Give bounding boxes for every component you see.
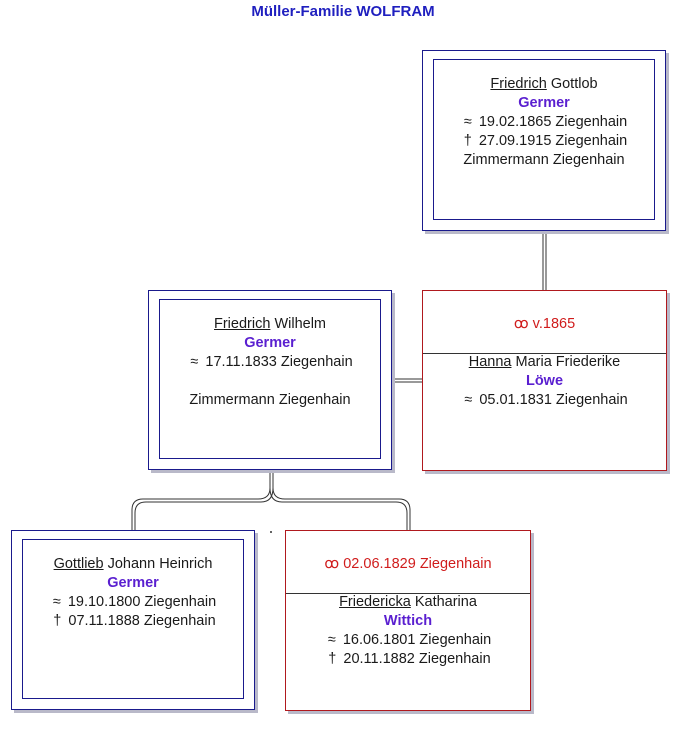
card-inner-frame: [159, 299, 381, 459]
birth-date: 17.11.1833 Ziegenhain: [205, 354, 353, 370]
birth-date: 16.06.1801 Ziegenhain: [342, 632, 492, 648]
occupation: Zimmermann Ziegenhain: [463, 152, 625, 168]
marriage-date: 02.06.1829 Ziegenhain: [343, 556, 492, 572]
birth-line: ≈ 19.10.1800 Ziegenhain: [12, 593, 254, 612]
card-inner-frame: [433, 59, 655, 220]
birth-date: 05.01.1831 Ziegenhain: [479, 392, 628, 408]
surname: Wittich: [383, 613, 433, 629]
birth-date: 19.10.1800 Ziegenhain: [67, 594, 217, 610]
person-card-friedrich-gottlob[interactable]: Friedrich Gottlob Germer ≈ 19.02.1865 Zi…: [422, 50, 666, 231]
baptism-icon: ≈: [464, 392, 473, 408]
card-inner-frame: [22, 539, 244, 699]
marriage-rings-icon: ꝏ: [324, 556, 340, 572]
death-date: 27.09.1915 Ziegenhain: [478, 133, 628, 149]
birth-date: 19.02.1865 Ziegenhain: [478, 114, 628, 130]
person-name: Gottlieb Johann Heinrich: [12, 555, 254, 574]
occupation: Zimmermann Ziegenhain: [189, 392, 351, 408]
person-name: Friedrich Gottlob: [423, 75, 665, 94]
death-line: † 27.09.1915 Ziegenhain: [423, 132, 665, 151]
divider: [286, 593, 530, 594]
given-name-rest: Wilhelm: [274, 316, 326, 332]
given-name-underlined: Hanna: [468, 354, 512, 370]
marriage-line: ꝏ 02.06.1829 Ziegenhain: [286, 556, 530, 572]
given-name-rest: Maria Friederike: [515, 354, 621, 370]
death-line: † 20.11.1882 Ziegenhain: [286, 650, 530, 669]
cross-icon: †: [463, 133, 472, 149]
surname: Germer: [518, 95, 570, 111]
spouse-card-hanna-maria[interactable]: ꝏ v.1865 Hanna Maria Friederike Löwe ≈ 0…: [422, 290, 667, 471]
baptism-icon: ≈: [463, 114, 472, 130]
birth-line: ≈ 16.06.1801 Ziegenhain: [286, 631, 530, 650]
given-name-rest: Katharina: [414, 594, 477, 610]
spouse-card-friedericka-katharina[interactable]: ꝏ 02.06.1829 Ziegenhain Friedericka Kath…: [285, 530, 531, 711]
cross-icon: †: [53, 613, 62, 629]
baptism-icon: ≈: [190, 354, 199, 370]
baptism-icon: ≈: [52, 594, 61, 610]
birth-line: ≈ 19.02.1865 Ziegenhain: [423, 113, 665, 132]
person-card-friedrich-wilhelm[interactable]: Friedrich Wilhelm Germer ≈ 17.11.1833 Zi…: [148, 290, 392, 470]
given-name-rest: Johann Heinrich: [107, 556, 213, 572]
marriage-date: v.1865: [532, 316, 576, 332]
death-date: 07.11.1888 Ziegenhain: [68, 613, 216, 629]
given-name-underlined: Gottlieb: [53, 556, 104, 572]
birth-line: ≈ 17.11.1833 Ziegenhain: [149, 353, 391, 372]
given-name-underlined: Friedericka: [339, 594, 411, 610]
given-name-rest: Gottlob: [550, 76, 598, 92]
baptism-icon: ≈: [327, 632, 336, 648]
given-name-underlined: Friedrich: [214, 316, 271, 332]
marriage-line: ꝏ v.1865: [423, 316, 666, 332]
spacer: [149, 372, 391, 391]
given-name-underlined: Friedrich: [490, 76, 547, 92]
person-name: Friedrich Wilhelm: [149, 315, 391, 334]
cross-icon: †: [328, 651, 337, 667]
birth-line: ≈ 05.01.1831 Ziegenhain: [423, 391, 666, 410]
page-title: Müller-Familie WOLFRAM: [251, 3, 435, 20]
divider: [423, 353, 666, 354]
surname: Germer: [107, 575, 159, 591]
person-name: Hanna Maria Friederike: [423, 353, 666, 372]
person-name: Friedericka Katharina: [286, 593, 530, 612]
surname: Germer: [244, 335, 296, 351]
death-line: † 07.11.1888 Ziegenhain: [12, 612, 254, 631]
death-date: 20.11.1882 Ziegenhain: [343, 651, 491, 667]
person-card-gottlieb-johann[interactable]: Gottlieb Johann Heinrich Germer ≈ 19.10.…: [11, 530, 255, 710]
surname: Löwe: [525, 373, 564, 389]
marriage-rings-icon: ꝏ: [513, 316, 529, 332]
